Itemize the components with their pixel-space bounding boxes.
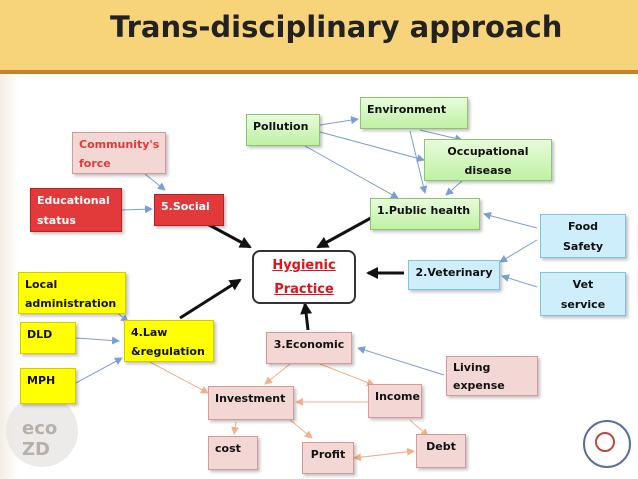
node-dld-label: DLD bbox=[27, 328, 53, 341]
node-law-regulation: 4.Law &regulation bbox=[124, 320, 214, 362]
node-hygienic-practice: Hygienic Practice bbox=[252, 250, 356, 304]
node-educational-line2: status bbox=[37, 214, 76, 227]
node-economic-label: 3.Economic bbox=[273, 338, 345, 351]
node-vet-line1: Vet bbox=[572, 278, 594, 291]
node-local-line1: Local bbox=[25, 278, 58, 291]
node-community-line1: Community's bbox=[79, 138, 160, 151]
arrow-investment-to-profit bbox=[289, 419, 313, 439]
node-hygienic-line2: Practice bbox=[274, 282, 334, 297]
arrow-economic-to-hygienic bbox=[300, 302, 313, 331]
node-veterinary: 2.Veterinary bbox=[408, 260, 500, 290]
node-debt: Debt bbox=[416, 434, 466, 468]
arrow-pollution-to-occupational bbox=[319, 131, 425, 163]
node-food-line2: Safety bbox=[562, 240, 604, 253]
node-food-safety: Food Safety bbox=[540, 214, 626, 258]
arrow-mph-to-law bbox=[75, 357, 123, 384]
arrow-pollution-to-environment bbox=[319, 116, 359, 126]
arrow-educational-to-social bbox=[121, 205, 153, 214]
node-profit-label: Profit bbox=[310, 448, 346, 461]
node-hygienic-line1: Hygienic bbox=[272, 258, 336, 273]
node-educational-line1: Educational bbox=[37, 194, 110, 207]
arrow-environment-to-occupational bbox=[419, 129, 463, 143]
arrow-food-to-veterinary bbox=[499, 239, 538, 263]
node-investment-label: Investment bbox=[215, 392, 286, 405]
node-mph: MPH bbox=[20, 368, 76, 404]
node-community-line2: force bbox=[79, 157, 111, 170]
arrow-environment-to-publichealth bbox=[409, 130, 428, 194]
node-local-administration: Local administration bbox=[18, 272, 126, 314]
node-environment: Environment bbox=[360, 97, 468, 129]
node-law-line2: &regulation bbox=[131, 345, 205, 358]
node-food-line1: Food bbox=[567, 220, 599, 233]
arrow-law-to-investment bbox=[149, 361, 209, 394]
arrow-economic-to-income bbox=[319, 363, 375, 387]
seal-logo-inner bbox=[595, 432, 615, 452]
left-margin-wash bbox=[0, 74, 18, 479]
node-law-line1: 4.Law bbox=[131, 326, 168, 339]
node-living-line2: expense bbox=[453, 379, 505, 392]
seal-logo bbox=[583, 420, 631, 468]
ecozd-logo bbox=[6, 395, 78, 467]
node-occupational-line1: Occupational bbox=[447, 145, 529, 158]
arrow-vet-to-veterinary bbox=[501, 274, 538, 288]
arrow-living-to-economic bbox=[357, 346, 445, 376]
title-bar bbox=[0, 0, 638, 74]
node-debt-label: Debt bbox=[426, 440, 456, 453]
arrow-debt-to-profit bbox=[353, 450, 415, 462]
arrow-publichealth-to-hygienic bbox=[316, 211, 381, 249]
node-income-label: Income bbox=[375, 390, 420, 403]
node-occupational-disease: Occupational disease bbox=[424, 139, 552, 181]
node-profit: Profit bbox=[302, 442, 354, 474]
arrow-law-to-hygienic bbox=[179, 278, 242, 320]
node-educational-status: Educational status bbox=[30, 188, 122, 232]
node-social-label: 5.Social bbox=[161, 200, 210, 213]
arrow-economic-to-investment bbox=[264, 363, 291, 385]
node-pollution: Pollution bbox=[246, 114, 320, 146]
node-environment-label: Environment bbox=[367, 103, 447, 116]
arrow-community-to-social bbox=[144, 173, 166, 191]
node-living-line1: Living bbox=[453, 361, 491, 374]
node-public-health-label: 1.Public health bbox=[377, 204, 471, 217]
node-public-health: 1.Public health bbox=[370, 198, 480, 230]
node-pollution-label: Pollution bbox=[253, 120, 309, 133]
node-vet-line2: service bbox=[560, 298, 606, 311]
arrow-pollution-to-publichealth bbox=[304, 145, 399, 199]
node-living-expense: Living expense bbox=[446, 356, 538, 396]
node-income: Income bbox=[368, 384, 422, 418]
slide-title: Trans-disciplinary approach bbox=[110, 10, 563, 44]
node-communitys-force: Community's force bbox=[72, 132, 166, 174]
node-cost-label: cost bbox=[215, 442, 241, 455]
node-local-line2: administration bbox=[25, 297, 117, 310]
arrow-dld-to-law bbox=[75, 336, 120, 345]
node-economic: 3.Economic bbox=[266, 332, 352, 364]
arrow-food-to-publichealth bbox=[483, 211, 538, 229]
node-social: 5.Social bbox=[154, 194, 224, 226]
arrow-income-to-debt bbox=[409, 419, 429, 437]
node-veterinary-label: 2.Veterinary bbox=[415, 266, 493, 279]
node-cost: cost bbox=[208, 436, 258, 470]
node-occupational-line2: disease bbox=[464, 164, 512, 177]
node-vet-service: Vet service bbox=[540, 272, 626, 316]
arrow-investment-to-cost bbox=[231, 421, 240, 435]
arrow-occupational-to-publichealth bbox=[445, 180, 463, 196]
node-dld: DLD bbox=[20, 322, 76, 354]
node-mph-label: MPH bbox=[27, 374, 56, 387]
node-investment: Investment bbox=[208, 386, 294, 420]
